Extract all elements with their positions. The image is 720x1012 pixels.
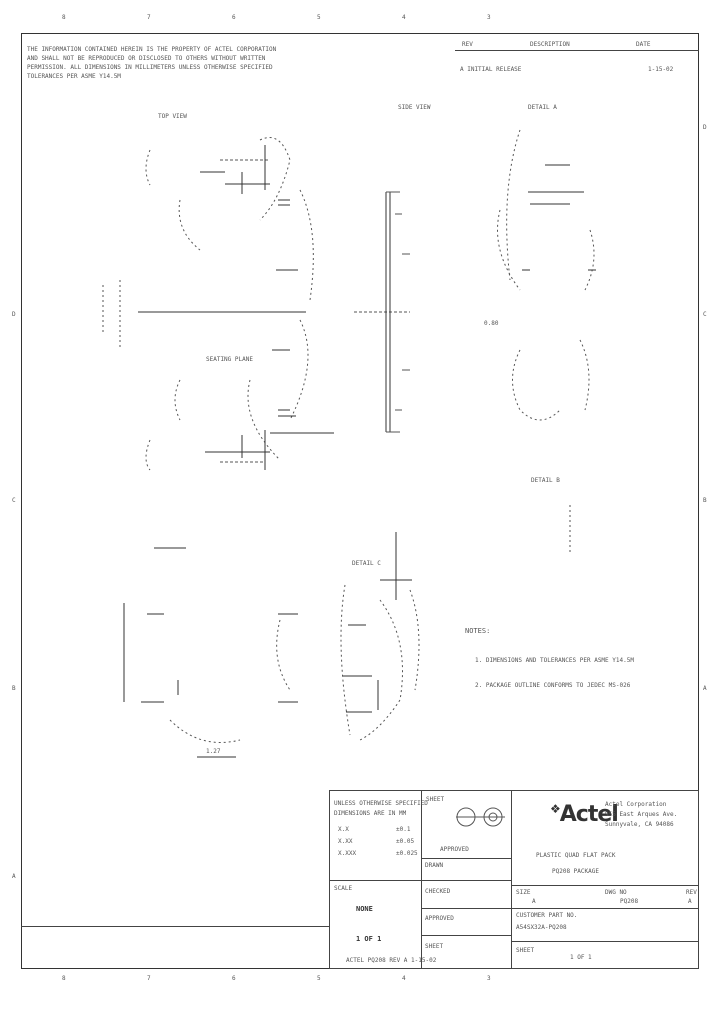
revision-desc-label: DESCRIPTION	[530, 41, 570, 48]
title-block-divider	[421, 880, 511, 881]
margin-marker: A	[12, 873, 16, 880]
scale-label: SCALE	[334, 885, 353, 892]
company-address-1: 955 East Arques Ave.	[605, 811, 678, 818]
dim-small-label: 1.27	[206, 748, 221, 755]
margin-marker: 3	[487, 975, 491, 982]
revision-date-label: DATE	[636, 41, 651, 48]
title-block-divider	[511, 790, 512, 969]
sheet-footer-label: SHEET	[516, 947, 535, 954]
margin-marker: 7	[147, 14, 151, 21]
tol-value: ±0.05	[396, 838, 415, 845]
margin-marker: D	[703, 124, 707, 131]
logo-mark-icon: ❖	[550, 802, 561, 816]
detail-a-label: DETAIL A	[528, 104, 557, 111]
decimal-label: X.XX	[338, 838, 353, 845]
margin-marker: C	[703, 311, 707, 318]
top-view-label: TOP VIEW	[158, 113, 187, 120]
header-note: PERMISSION. ALL DIMENSIONS IN MILLIMETER…	[27, 64, 273, 71]
sheet-label: SHEET	[425, 943, 444, 950]
margin-marker: 6	[232, 14, 236, 21]
footer-code: ACTEL PQ208 REV A 1-15-02	[346, 957, 437, 964]
decimal-label: X.XXX	[338, 850, 357, 857]
title-block-divider	[421, 908, 511, 909]
approved-label: APPROVED	[440, 846, 469, 853]
top-view-outline	[102, 137, 314, 471]
part-label: CUSTOMER PART NO.	[516, 912, 578, 919]
title-block-divider	[511, 941, 699, 942]
drawing-title-2: PQ208 PACKAGE	[552, 868, 599, 875]
margin-marker: 6	[232, 975, 236, 982]
company-address-2: Sunnyvale, CA 94086	[605, 821, 674, 828]
margin-marker: 5	[317, 975, 321, 982]
margin-marker: 4	[402, 14, 406, 21]
title-block-divider	[421, 858, 511, 859]
title-block-divider	[511, 885, 699, 886]
title-block-divider	[511, 908, 699, 909]
detail-c-label: DETAIL C	[352, 560, 381, 567]
note-1: 1. DIMENSIONS AND TOLERANCES PER ASME Y1…	[475, 657, 634, 664]
drawing-title-1: PLASTIC QUAD FLAT PACK	[536, 852, 616, 859]
scale-value: NONE	[356, 905, 373, 913]
side-view-label: SIDE VIEW	[398, 104, 431, 111]
note-2: 2. PACKAGE OUTLINE CONFORMS TO JEDEC MS-…	[475, 682, 631, 689]
drawn-label: DRAWN	[425, 862, 444, 869]
revision-row-date: 1-15-02	[648, 66, 674, 73]
side-dim-label: 0.80	[484, 320, 499, 327]
margin-marker: 8	[62, 14, 66, 21]
tol-value: ±0.1	[396, 826, 411, 833]
size-value: A	[532, 898, 536, 905]
checked-label: CHECKED	[425, 888, 451, 895]
margin-marker: A	[703, 685, 707, 692]
rev-label: REV	[686, 889, 697, 896]
dwg-no-value: PQ208	[620, 898, 639, 905]
rev-value: A	[688, 898, 692, 905]
tol-value: ±0.025	[396, 850, 418, 857]
seating-plane-label: SEATING PLANE	[206, 356, 253, 363]
tolerance-line: DIMENSIONS ARE IN MM	[334, 810, 407, 817]
title-block-divider	[421, 790, 422, 969]
decimal-label: X.X	[338, 826, 349, 833]
margin-marker: 3	[487, 14, 491, 21]
header-note: THE INFORMATION CONTAINED HEREIN IS THE …	[27, 46, 277, 53]
margin-marker: 8	[62, 975, 66, 982]
margin-marker: 7	[147, 975, 151, 982]
margin-marker: C	[12, 497, 16, 504]
margin-marker: B	[703, 497, 707, 504]
header-note: TOLERANCES PER ASME Y14.5M	[27, 73, 121, 80]
title-block-divider	[329, 880, 421, 881]
dwg-no-label: DWG NO	[605, 889, 627, 896]
margin-marker: 5	[317, 14, 321, 21]
notes-title: NOTES:	[465, 627, 491, 635]
projection-label: SHEET	[426, 796, 445, 803]
sheet-footer-value: 1 OF 1	[570, 954, 592, 961]
revision-divider	[455, 50, 699, 51]
detail-b-label: DETAIL B	[531, 477, 560, 484]
revision-row: A INITIAL RELEASE	[460, 66, 522, 73]
actel-logo: ❖Actel	[550, 802, 619, 827]
title-block-frame	[329, 790, 699, 969]
size-label: SIZE	[516, 889, 531, 896]
bottom-band-line	[21, 926, 330, 927]
margin-marker: B	[12, 685, 16, 692]
margin-marker: D	[12, 311, 16, 318]
margin-marker: 4	[402, 975, 406, 982]
company-name: Actel Corporation	[605, 801, 667, 808]
title-block-divider	[421, 935, 511, 936]
header-note: AND SHALL NOT BE REPRODUCED OR DISCLOSED…	[27, 55, 266, 62]
approved-by-label: APPROVED	[425, 915, 454, 922]
sheet-value: 1 OF 1	[356, 935, 382, 943]
tolerance-line: UNLESS OTHERWISE SPECIFIED	[334, 800, 428, 807]
part-value: A54SX32A-PQ208	[516, 924, 567, 931]
revision-label: REV	[462, 41, 473, 48]
